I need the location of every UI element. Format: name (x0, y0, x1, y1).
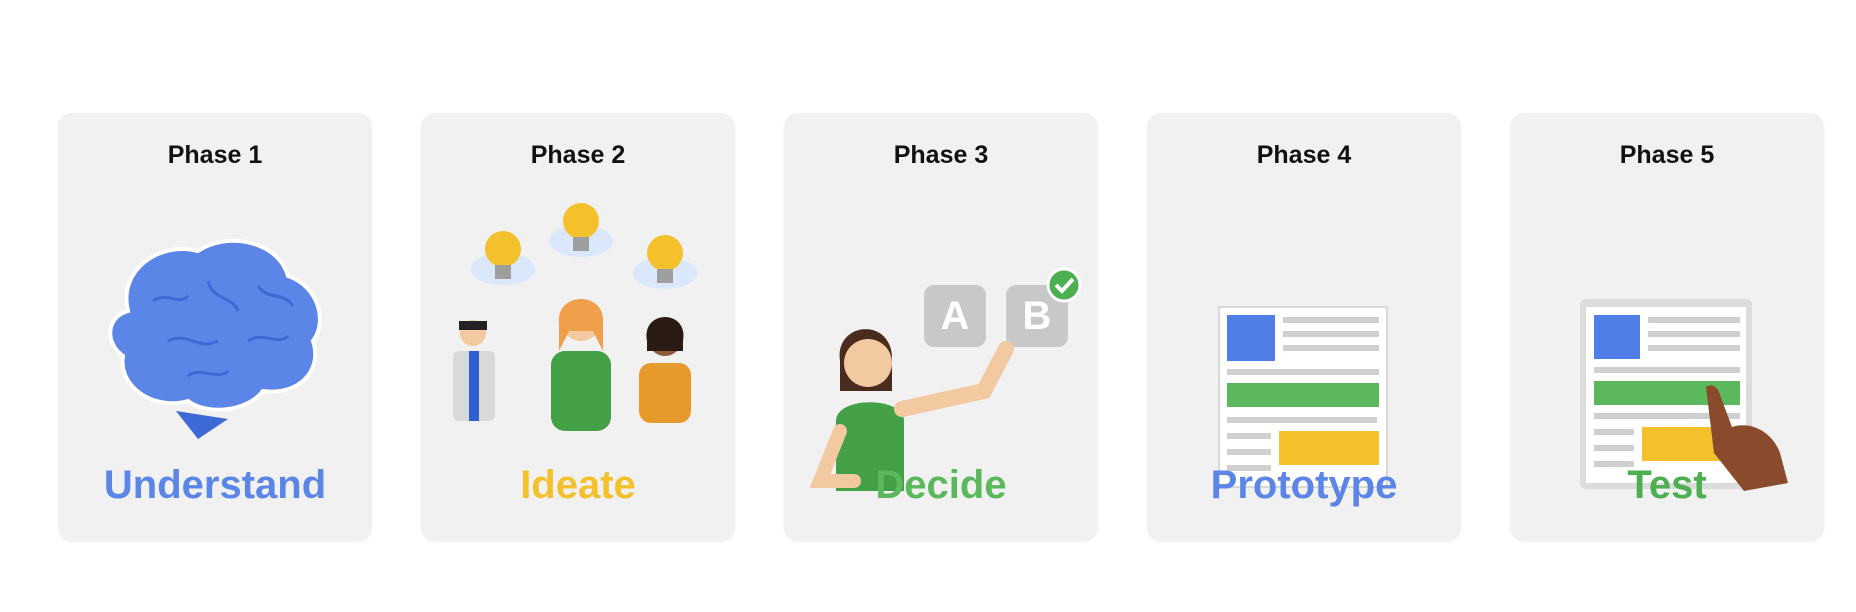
phase-card-5: Phase 5 Test (1510, 113, 1824, 541)
phase-card-4: Phase 4 Prototype (1147, 113, 1461, 541)
phase-title: Test (1627, 463, 1707, 507)
phase-title: Ideate (520, 463, 636, 507)
option-a-tile (924, 285, 986, 347)
brain-icon (108, 238, 322, 439)
hand-testing-icon (1580, 299, 1788, 491)
wireframe-page-icon (1218, 306, 1388, 488)
phase-title: Prototype (1210, 463, 1398, 507)
check-icon (1046, 267, 1082, 303)
phase-label: Phase 2 (530, 141, 626, 169)
phase-card-1: Phase 1 Understand (58, 113, 372, 541)
phase-label: Phase 3 (893, 141, 989, 169)
phase-label: Phase 1 (167, 141, 263, 169)
person-choosing-icon: A B (809, 267, 1082, 491)
option-a-label: A (941, 294, 970, 338)
phase-label: Phase 5 (1619, 141, 1715, 169)
phase-label: Phase 4 (1256, 141, 1352, 169)
option-b-label: B (1023, 294, 1052, 338)
phase-card-3: Phase 3 A B Decide (784, 113, 1098, 541)
phase-title: Decide (875, 463, 1007, 507)
phase-title: Understand (103, 463, 327, 507)
phase-card-2: Phase 2 Ideate (421, 113, 735, 541)
ideas-people-icon (453, 203, 697, 431)
option-b-tile (1006, 285, 1068, 347)
